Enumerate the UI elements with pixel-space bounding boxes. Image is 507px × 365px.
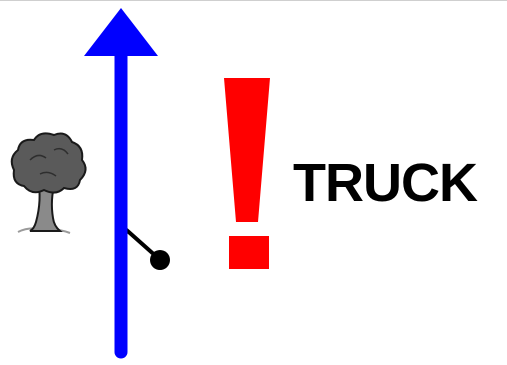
side-road-icon: [122, 226, 170, 270]
tree-icon: [12, 133, 86, 233]
exclamation-icon: [224, 78, 270, 269]
arrow-up-icon: [84, 8, 158, 352]
truck-label: TRUCK: [293, 155, 477, 211]
